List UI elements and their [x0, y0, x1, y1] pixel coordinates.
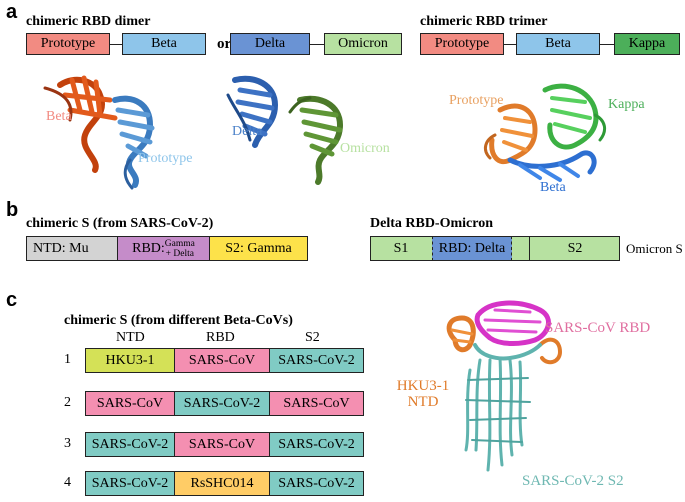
col-s2: S2	[305, 330, 320, 345]
panel-b-letter: b	[6, 199, 19, 221]
row-num: 1	[64, 352, 71, 367]
col-ntd: NTD	[116, 330, 145, 345]
row4-ntd: SARS-CoV-2	[85, 471, 175, 496]
delta-omicron-structure	[226, 75, 344, 185]
rbd-prefix: RBD:	[132, 240, 165, 256]
delta-rbd-omicron-title: Delta RBD-Omicron	[370, 216, 493, 231]
spike-structure	[446, 300, 563, 472]
linker	[504, 44, 516, 45]
trimer-box-kappa: Kappa	[614, 33, 680, 55]
row2-rbd: SARS-CoV-2	[174, 391, 270, 416]
row3-s2: SARS-CoV-2	[269, 432, 364, 457]
dimer-title: chimeric RBD dimer	[26, 14, 151, 29]
or-label: or	[217, 36, 232, 52]
row2-s2: SARS-CoV	[269, 391, 364, 416]
row3-rbd: SARS-CoV	[174, 432, 270, 457]
struct3-label-kappa: Kappa	[608, 97, 645, 112]
box-s2-gamma: S2: Gamma	[209, 236, 308, 261]
dimer-box-prototype: Prototype	[26, 33, 110, 55]
label-hku3-line1: HKU3-1	[396, 378, 450, 394]
chimeric-s-title: chimeric S (from SARS-CoV-2)	[26, 216, 214, 231]
trimer-box-beta: Beta	[516, 33, 600, 55]
row1-ntd: HKU3-1	[85, 348, 175, 373]
box-rbd-delta: RBD: Delta	[432, 236, 512, 261]
col-rbd: RBD	[206, 330, 235, 345]
box-ntd-mu: NTD: Mu	[26, 236, 118, 261]
row4-rbd: RsSHC014	[174, 471, 270, 496]
dimer-box-omicron: Omicron	[324, 33, 402, 55]
struct1-label-beta: Beta	[46, 109, 72, 124]
rbd-line2: + Delta	[165, 248, 194, 259]
trimer-box-prototype: Prototype	[420, 33, 504, 55]
linker	[600, 44, 614, 45]
linker	[110, 44, 122, 45]
row-num: 2	[64, 395, 71, 410]
box-rbd-gamma-delta: RBD: Gamma+ Delta	[117, 236, 210, 261]
box-s2: S2	[567, 240, 583, 256]
trimer-structure	[483, 83, 607, 182]
beta-prototype-structure	[43, 75, 155, 190]
struct3-label-prototype: Prototype	[449, 93, 504, 108]
row4-s2: SARS-CoV-2	[269, 471, 364, 496]
linker	[310, 44, 324, 45]
struct2-label-omicron: Omicron	[340, 141, 390, 156]
divider	[529, 236, 530, 261]
row1-rbd: SARS-CoV	[174, 348, 270, 373]
panel-a-letter: a	[6, 1, 18, 23]
panel-c-letter: c	[6, 289, 18, 311]
chimeric-beta-covs-title: chimeric S (from different Beta-CoVs)	[64, 313, 293, 328]
label-hku3-line2: NTD	[407, 394, 439, 410]
rbd-variants: Gamma+ Delta	[165, 239, 195, 259]
label-sars-cov-rbd: SARS-CoV RBD	[545, 320, 651, 336]
dimer-box-delta: Delta	[230, 33, 310, 55]
rbd-line1: Gamma	[164, 238, 195, 249]
trimer-title: chimeric RBD trimer	[420, 14, 548, 29]
row3-ntd: SARS-CoV-2	[85, 432, 175, 457]
dimer-box-beta: Beta	[122, 33, 206, 55]
label-sars-cov2-s2: SARS-CoV-2 S2	[522, 473, 624, 489]
struct3-label-beta: Beta	[540, 180, 566, 195]
row2-ntd: SARS-CoV	[85, 391, 175, 416]
row1-s2: SARS-CoV-2	[269, 348, 364, 373]
struct2-label-delta: Delta	[232, 124, 263, 139]
row-num: 3	[64, 436, 71, 451]
omicron-s-label: Omicron S	[626, 241, 683, 256]
row-num: 4	[64, 475, 71, 490]
box-s1: S1	[393, 240, 409, 256]
struct1-label-prototype: Prototype	[138, 151, 193, 166]
